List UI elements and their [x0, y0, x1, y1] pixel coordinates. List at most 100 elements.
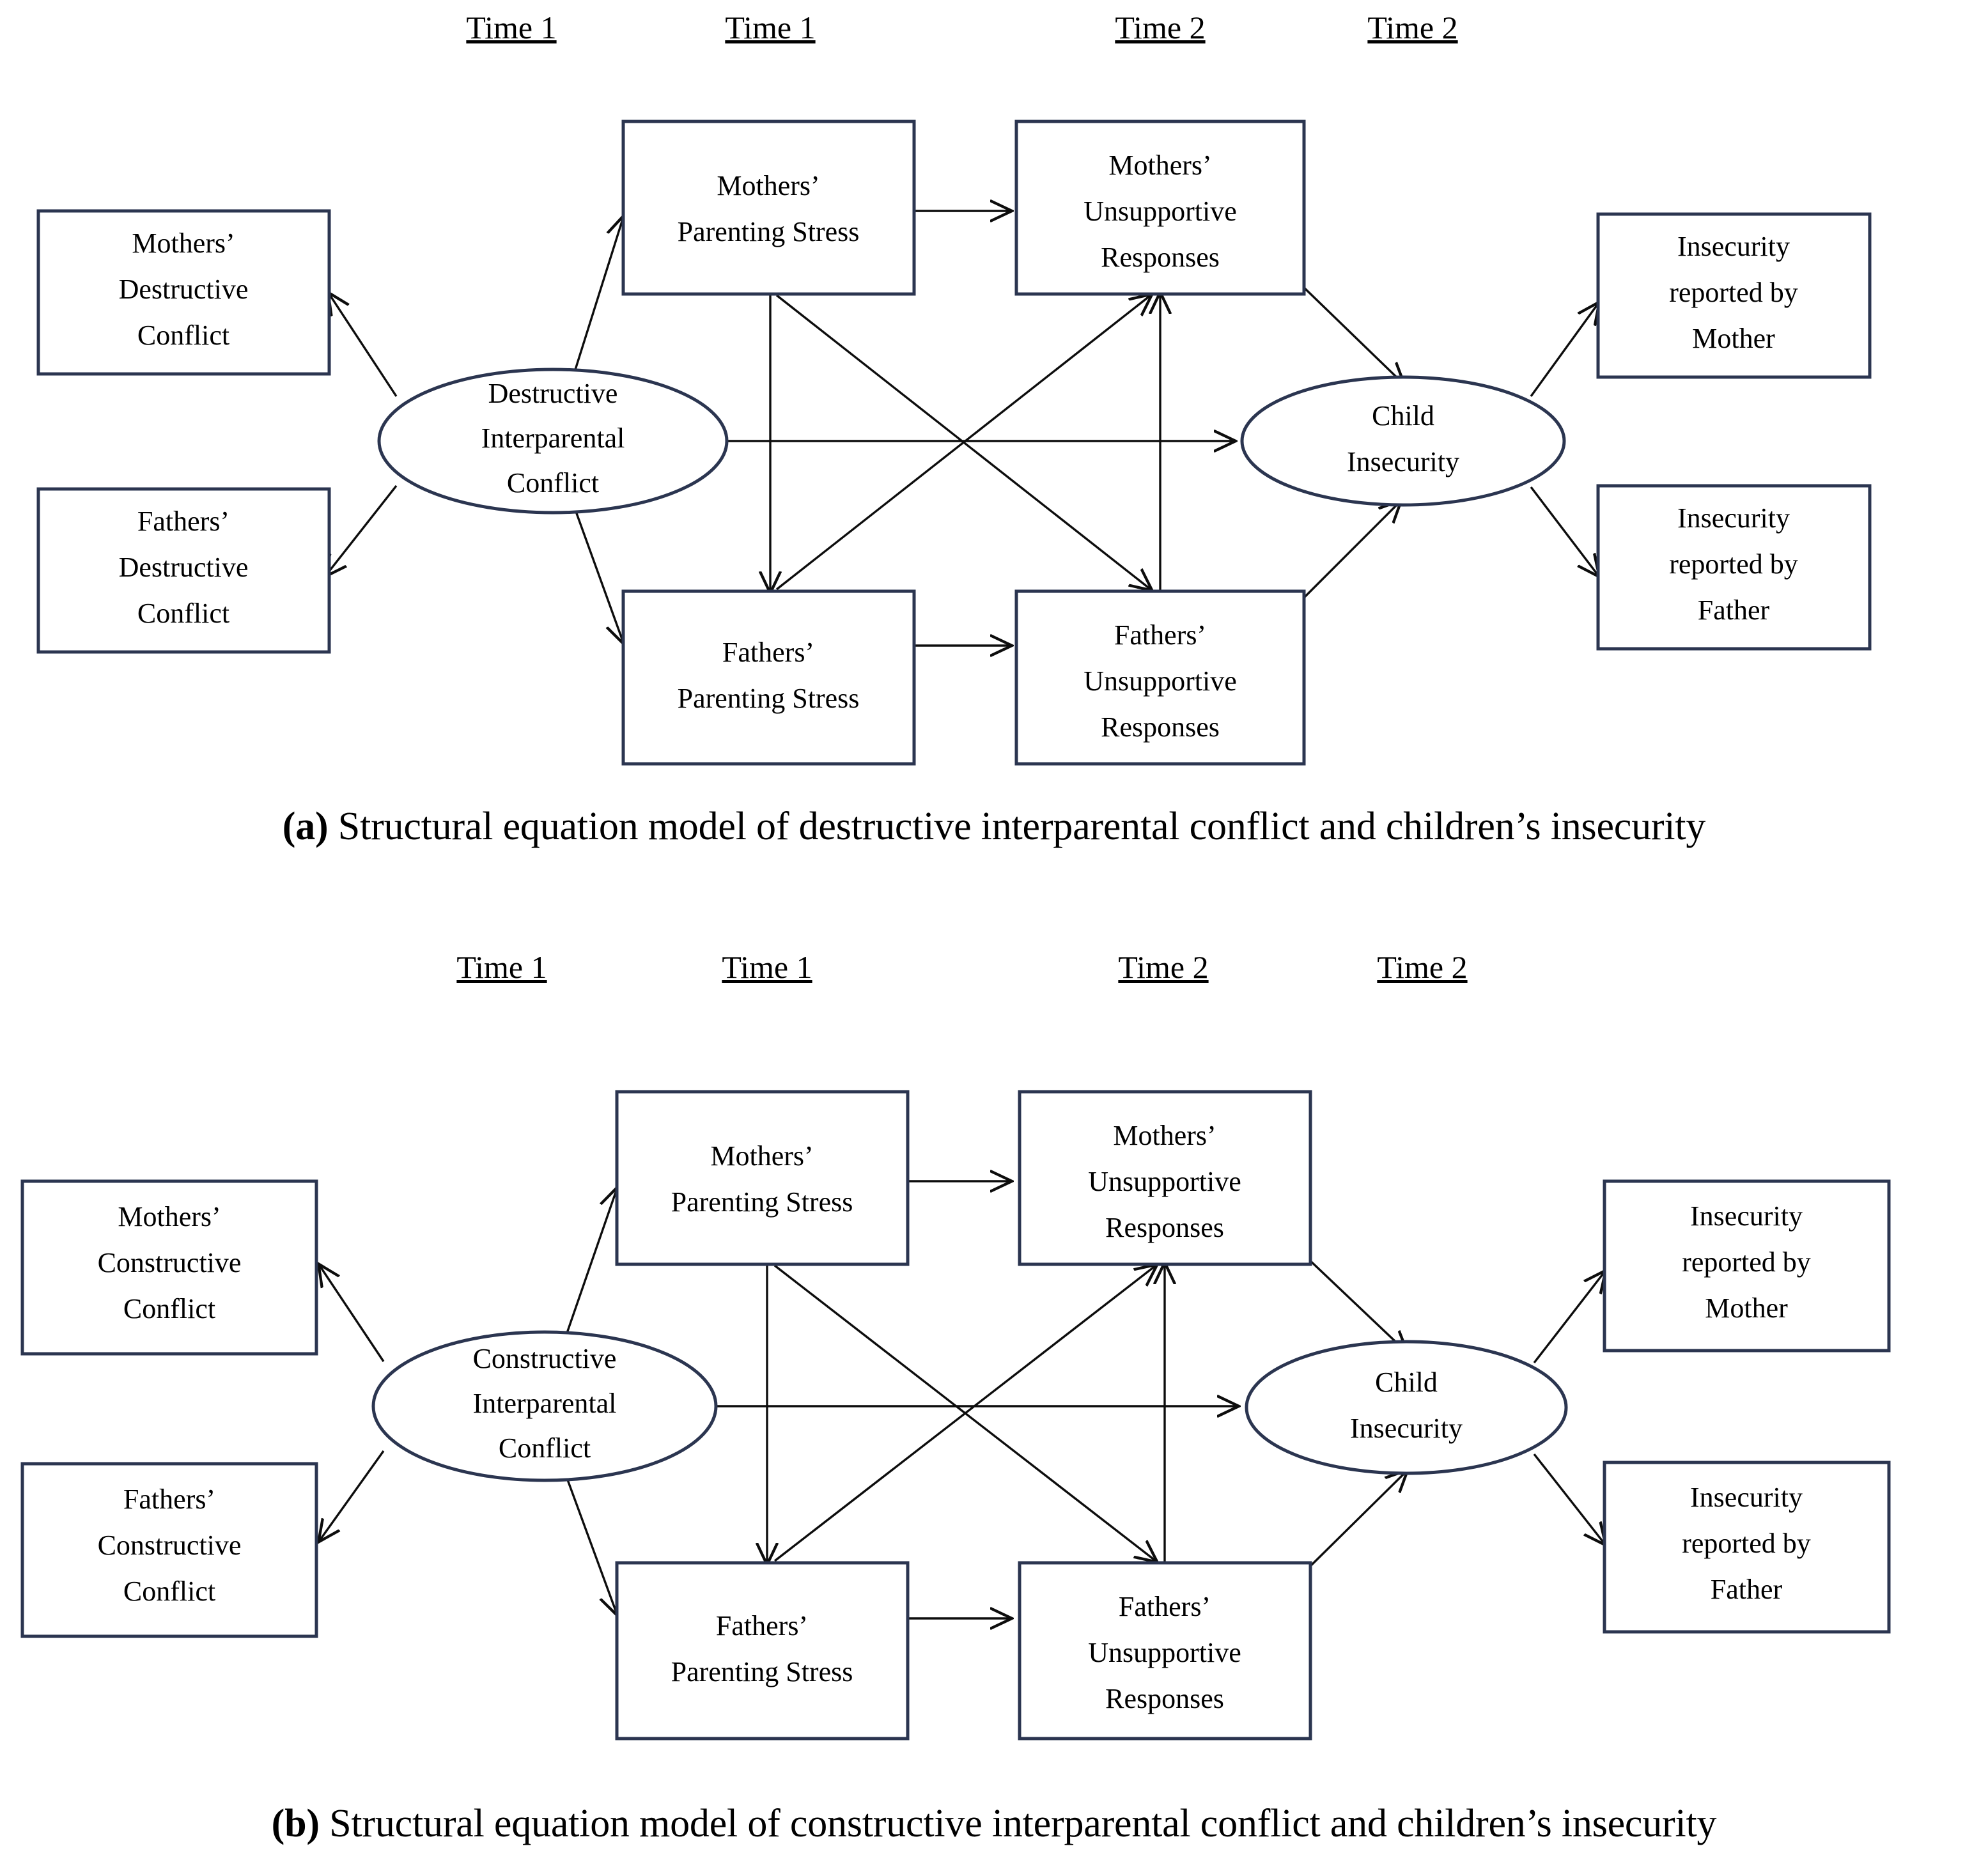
node-label-line1: Fathers’ — [722, 637, 814, 668]
node-label-line1: Insecurity — [1690, 1200, 1803, 1232]
node-mothers-parenting-stress-a[interactable]: Mothers’ Parenting Stress — [621, 120, 916, 296]
node-label-line2: Destructive — [119, 274, 249, 305]
time-label-3-a: Time 2 — [1115, 10, 1205, 45]
node-mothers-unsupportive-responses-a[interactable]: Mothers’ Unsupportive Responses — [1014, 120, 1306, 296]
edge-mothers-unsupportive-to-child-insecurity — [1306, 1257, 1406, 1352]
edge-latent-left-to-fathers-stress — [568, 492, 623, 642]
node-fathers-parenting-stress-b[interactable]: Fathers’ Parenting Stress — [615, 1561, 910, 1740]
caption-panel-b: (b) Structural equation model of constru… — [0, 1801, 1988, 1847]
node-label-line2: Parenting Stress — [671, 1656, 853, 1687]
caption-panel-a: (a) Structural equation model of destruc… — [0, 804, 1988, 849]
node-mothers-unsupportive-responses-b[interactable]: Mothers’ Unsupportive Responses — [1018, 1090, 1312, 1266]
node-fathers-parenting-stress-a[interactable]: Fathers’ Parenting Stress — [621, 589, 916, 766]
time-label-1-b: Time 1 — [456, 949, 547, 985]
node-label-line2: Unsupportive — [1083, 196, 1237, 227]
node-label-line2: reported by — [1682, 1246, 1811, 1278]
edge-latent-left-to-mothers-stress — [568, 217, 623, 391]
node-label-line3: Father — [1711, 1574, 1783, 1605]
node-fathers-destructive-conflict-a[interactable]: Fathers’ Destructive Conflict — [36, 487, 331, 654]
node-label-line1: Fathers’ — [1114, 619, 1206, 651]
node-label-line1: Fathers’ — [1119, 1591, 1211, 1622]
node-fathers-constructive-conflict-b[interactable]: Fathers’ Constructive Conflict — [20, 1462, 318, 1638]
node-destructive-interparental-conflict-a[interactable]: Destructive Interparental Conflict — [377, 368, 729, 515]
node-label-line1: Insecurity — [1677, 502, 1790, 534]
time-label-2-a: Time 1 — [725, 10, 815, 45]
node-label-line1: Constructive — [473, 1343, 617, 1374]
node-insecurity-reported-by-father-a[interactable]: Insecurity reported by Father — [1596, 484, 1872, 651]
edge-child-insecurity-to-mother-report — [1533, 1272, 1604, 1364]
node-label-line1: Mothers’ — [118, 1201, 221, 1232]
time-label-4-b: Time 2 — [1377, 949, 1467, 985]
node-label-line3: Father — [1698, 594, 1770, 626]
node-label-line3: Responses — [1105, 1212, 1224, 1243]
edge-fathers-unsupportive-to-child-insecurity — [1306, 1471, 1406, 1570]
node-label-line3: Conflict — [499, 1432, 591, 1464]
node-label-line1: Insecurity — [1677, 231, 1790, 262]
node-label-line2: Parenting Stress — [678, 216, 860, 247]
time-label-4-a: Time 2 — [1367, 10, 1457, 45]
node-insecurity-reported-by-mother-b[interactable]: Insecurity reported by Mother — [1603, 1179, 1891, 1353]
edge-child-insecurity-to-father-report — [1530, 486, 1598, 575]
panel-b-diagram: Time 1 Time 1 Time 2 Time 2 — [0, 940, 1988, 1876]
node-label-line1: Mothers’ — [710, 1140, 813, 1172]
node-child-insecurity-a[interactable]: Child Insecurity — [1240, 375, 1566, 507]
node-label-line2: Unsupportive — [1088, 1166, 1241, 1197]
caption-marker-a: (a) — [282, 805, 329, 848]
node-label-line1: Child — [1375, 1367, 1438, 1398]
node-label-line3: Responses — [1105, 1683, 1224, 1714]
node-label-line3: Conflict — [123, 1576, 215, 1607]
node-label-line3: Mother — [1705, 1292, 1788, 1324]
edge-latent-left-to-fathers-stress — [558, 1457, 617, 1614]
node-child-insecurity-b[interactable]: Child Insecurity — [1245, 1340, 1568, 1475]
node-label-line3: Mother — [1692, 323, 1775, 354]
edge-group-b — [320, 1181, 1604, 1618]
node-label-line3: Conflict — [137, 598, 229, 629]
node-label-line2: Constructive — [98, 1530, 242, 1561]
edge-child-insecurity-to-father-report — [1533, 1453, 1604, 1544]
node-mothers-destructive-conflict-a[interactable]: Mothers’ Destructive Conflict — [36, 209, 331, 376]
node-label-line2: Insecurity — [1350, 1413, 1463, 1444]
edge-group-a — [326, 211, 1598, 646]
node-label-line3: Responses — [1101, 242, 1220, 273]
node-label-line3: Conflict — [507, 467, 599, 499]
node-label-line1: Mothers’ — [717, 170, 819, 201]
edge-latent-left-to-fathers-conflict — [326, 485, 398, 575]
edge-fathers-stress-to-mothers-unsupportive — [775, 295, 1151, 591]
node-label-line1: Child — [1372, 400, 1434, 431]
node-constructive-interparental-conflict-b[interactable]: Constructive Interparental Conflict — [371, 1330, 718, 1482]
node-label-line2: Parenting Stress — [671, 1186, 853, 1218]
edge-fathers-stress-to-mothers-unsupportive — [773, 1266, 1156, 1562]
node-label-line2: Insecurity — [1347, 446, 1459, 477]
node-label-line1: Fathers’ — [716, 1610, 808, 1641]
sem-diagram-b: Time 1 Time 1 Time 2 Time 2 — [20, 949, 1891, 1740]
time-label-1-a: Time 1 — [466, 10, 556, 45]
node-insecurity-reported-by-mother-a[interactable]: Insecurity reported by Mother — [1596, 212, 1872, 379]
edge-latent-left-to-mothers-stress — [558, 1189, 617, 1356]
node-label-line2: Interparental — [481, 422, 625, 454]
node-label-line2: reported by — [1669, 548, 1798, 580]
node-label-line2: reported by — [1669, 277, 1798, 308]
edge-mothers-unsupportive-to-child-insecurity — [1303, 286, 1403, 384]
node-fathers-unsupportive-responses-a[interactable]: Fathers’ Unsupportive Responses — [1014, 589, 1306, 766]
node-label-line3: Responses — [1101, 711, 1220, 743]
node-label-line3: Conflict — [123, 1293, 215, 1324]
edge-latent-left-to-mothers-conflict — [320, 1266, 385, 1362]
caption-text-b: Structural equation model of constructiv… — [319, 1802, 1717, 1845]
edge-latent-left-to-mothers-conflict — [329, 294, 398, 397]
edge-child-insecurity-to-mother-report — [1530, 304, 1598, 397]
sem-diagram-a: Time 1 Time 1 Time 2 Time 2 — [36, 10, 1872, 766]
node-mothers-constructive-conflict-b[interactable]: Mothers’ Constructive Conflict — [20, 1179, 318, 1356]
caption-text-a: Structural equation model of destructive… — [328, 805, 1706, 848]
node-label-line2: Interparental — [473, 1388, 617, 1419]
node-mothers-parenting-stress-b[interactable]: Mothers’ Parenting Stress — [615, 1090, 910, 1266]
node-label-line1: Fathers’ — [137, 506, 229, 537]
node-label-line2: Destructive — [119, 552, 249, 583]
panel-a-diagram: Time 1 Time 1 Time 2 Time 2 — [0, 0, 1988, 895]
node-label-line2: Unsupportive — [1083, 665, 1237, 697]
node-fathers-unsupportive-responses-b[interactable]: Fathers’ Unsupportive Responses — [1018, 1561, 1312, 1740]
node-label-line1: Fathers’ — [123, 1484, 215, 1515]
time-label-2-b: Time 1 — [722, 949, 812, 985]
edge-fathers-unsupportive-to-child-insecurity — [1303, 502, 1400, 599]
node-insecurity-reported-by-father-b[interactable]: Insecurity reported by Father — [1603, 1461, 1891, 1634]
